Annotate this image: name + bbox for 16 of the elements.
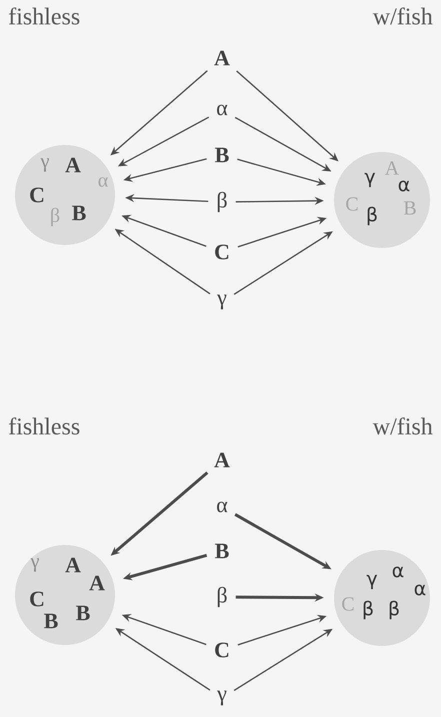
letter: β <box>218 192 227 212</box>
panel-heading: fishless <box>8 417 80 435</box>
letter: C <box>215 244 228 260</box>
letter: C <box>215 642 228 658</box>
letter: B <box>215 148 229 162</box>
panel-heading: fishless <box>8 7 80 25</box>
letter: β <box>218 586 227 608</box>
letter: B <box>215 544 229 558</box>
letter: A <box>214 50 230 66</box>
letter: α <box>217 104 228 116</box>
letter: γ <box>217 294 226 310</box>
letter: γ <box>217 690 226 706</box>
panel-heading: w/fish <box>372 7 432 25</box>
letter: A <box>214 452 230 468</box>
letter: α <box>217 502 228 512</box>
panel-heading: w/fish <box>372 417 432 435</box>
